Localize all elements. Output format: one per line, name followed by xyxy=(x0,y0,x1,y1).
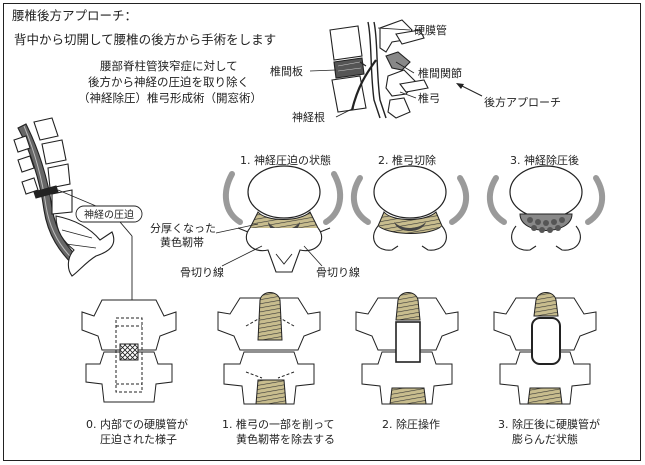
label-dura: 硬膜管 xyxy=(414,23,447,37)
cross-section-1-callouts xyxy=(215,223,323,267)
posterior-view-2 xyxy=(355,292,459,405)
label-osteotomy-right: 骨切り線 xyxy=(316,265,360,279)
cross-section-2-title: 2. 椎弓切除 xyxy=(378,153,436,167)
posterior-view-1-caption-2: 黄色靭帯を除去する xyxy=(236,432,335,446)
diagram-frame xyxy=(3,3,641,461)
description-line-3: （神経除圧）椎弓形成術（開窓術） xyxy=(78,91,262,105)
posterior-view-1-caption-1: 1. 椎弓の一部を削って xyxy=(222,417,334,431)
cross-section-2 xyxy=(350,165,470,251)
posterior-view-0-caption-1: 0. 内部での硬膜管が xyxy=(86,417,188,431)
posterior-view-3 xyxy=(493,292,597,405)
compression-callout xyxy=(57,189,143,223)
description-line-1: 腰部脊柱管狭窄症に対して xyxy=(100,59,238,73)
label-posterior-approach: 後方アプローチ xyxy=(484,95,561,109)
cross-section-1 xyxy=(222,165,344,273)
posterior-view-1 xyxy=(217,292,321,405)
label-facet: 椎間関節 xyxy=(418,66,462,80)
label-osteotomy-left: 骨切り線 xyxy=(180,265,224,279)
cross-section-3 xyxy=(486,165,606,251)
lateral-leader-lines xyxy=(309,27,417,118)
cross-section-1-title: 1. 神経圧迫の状態 xyxy=(240,153,331,167)
diagram-subtitle: 背中から切開して腰椎の後方から手術をします xyxy=(14,32,276,47)
label-compression: 神経の圧迫 xyxy=(84,208,134,221)
posterior-view-3-caption-2: 膨らんだ状態 xyxy=(512,432,578,446)
label-nerve-root: 神経根 xyxy=(292,110,325,124)
cross-section-3-title: 3. 神経除圧後 xyxy=(510,153,579,167)
sagittal-spine-illustration xyxy=(13,117,115,277)
posterior-view-0-caption-2: 圧迫された様子 xyxy=(100,432,177,446)
description-line-2: 後方から神経の圧迫を取り除く xyxy=(88,75,249,89)
posterior-approach-arrow xyxy=(456,83,483,97)
label-lamina: 椎弓 xyxy=(418,91,440,105)
label-thickened-lf-2: 黄色靭帯 xyxy=(160,235,204,249)
diagram-title: 腰椎後方アプローチ： xyxy=(12,8,137,23)
posterior-view-2-caption-1: 2. 除圧操作 xyxy=(382,417,440,431)
label-disc: 椎間板 xyxy=(270,64,303,78)
posterior-view-3-caption-1: 3. 除圧後に硬膜管が xyxy=(498,417,600,431)
lateral-spine-illustration xyxy=(329,19,429,119)
label-thickened-lf-1: 分厚くなった xyxy=(150,222,216,235)
posterior-view-0 xyxy=(81,299,177,403)
